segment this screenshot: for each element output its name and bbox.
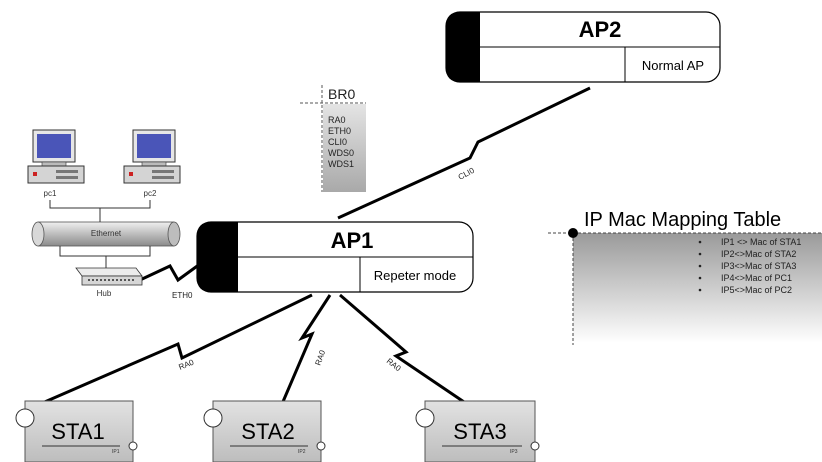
pc2-label: pc2 bbox=[144, 189, 157, 198]
sta2-station[interactable]: STA2 IP2 bbox=[203, 400, 326, 462]
ap2-mode: Normal AP bbox=[642, 58, 704, 73]
link-label-cli0: CLI0 bbox=[457, 166, 477, 182]
link-ap1-sta3 bbox=[339, 293, 471, 408]
ethernet-label: Ethernet bbox=[91, 229, 122, 238]
ethernet-cabling bbox=[49, 200, 151, 268]
ap1-node[interactable]: AP1 Repeter mode bbox=[196, 221, 474, 293]
sta2-ip: IP2 bbox=[298, 449, 306, 455]
pc2-computer[interactable]: pc2 bbox=[123, 129, 181, 198]
ap2-title: AP2 bbox=[579, 17, 622, 42]
mapping-title: IP Mac Mapping Table bbox=[584, 209, 781, 231]
link-ap1-sta2 bbox=[280, 294, 332, 405]
sta2-label: STA2 bbox=[241, 419, 294, 444]
link-label-eth0: ETH0 bbox=[172, 291, 193, 300]
sta1-label: STA1 bbox=[51, 419, 104, 444]
link-ap1-sta1 bbox=[39, 293, 313, 406]
br0-if-2: CLI0 bbox=[328, 137, 347, 147]
mapping-item-4: IP5<>Mac of PC2 bbox=[721, 285, 792, 295]
sta1-station[interactable]: STA1 IP1 bbox=[15, 400, 138, 462]
br0-if-0: RA0 bbox=[328, 115, 346, 125]
br0-bridge: BR0 RA0 ETH0 CLI0 WDS0 WDS1 bbox=[300, 85, 366, 192]
ap2-node[interactable]: AP2 Normal AP bbox=[445, 11, 721, 83]
ip-mac-mapping-table: IP Mac Mapping Table IP1 <> Mac of STA1 … bbox=[548, 209, 822, 345]
pc1-computer[interactable]: pc1 bbox=[27, 129, 85, 198]
sta3-station[interactable]: STA3 IP3 bbox=[415, 400, 540, 462]
br0-title: BR0 bbox=[328, 86, 355, 102]
link-label-ra0-sta2: RA0 bbox=[313, 348, 327, 366]
hub-label: Hub bbox=[97, 289, 112, 298]
br0-if-1: ETH0 bbox=[328, 126, 351, 136]
br0-if-4: WDS1 bbox=[328, 159, 354, 169]
sta3-ip: IP3 bbox=[510, 449, 518, 455]
ap1-title: AP1 bbox=[331, 228, 374, 253]
br0-if-3: WDS0 bbox=[328, 148, 354, 158]
hub-device[interactable]: Hub bbox=[75, 267, 143, 298]
ethernet-pipe: Ethernet bbox=[31, 221, 181, 247]
sta3-label: STA3 bbox=[453, 419, 506, 444]
mapping-item-1: IP2<>Mac of STA2 bbox=[721, 249, 796, 259]
mapping-item-3: IP4<>Mac of PC1 bbox=[721, 273, 792, 283]
link-label-ra0-sta1: RA0 bbox=[177, 357, 195, 371]
sta1-ip: IP1 bbox=[112, 449, 120, 455]
mapping-item-0: IP1 <> Mac of STA1 bbox=[721, 237, 801, 247]
ap1-mode: Repeter mode bbox=[374, 268, 456, 283]
pc1-label: pc1 bbox=[44, 189, 57, 198]
mapping-item-2: IP3<>Mac of STA3 bbox=[721, 261, 796, 271]
link-ap1-hub bbox=[139, 262, 201, 283]
link-ap2-ap1 bbox=[337, 86, 591, 220]
